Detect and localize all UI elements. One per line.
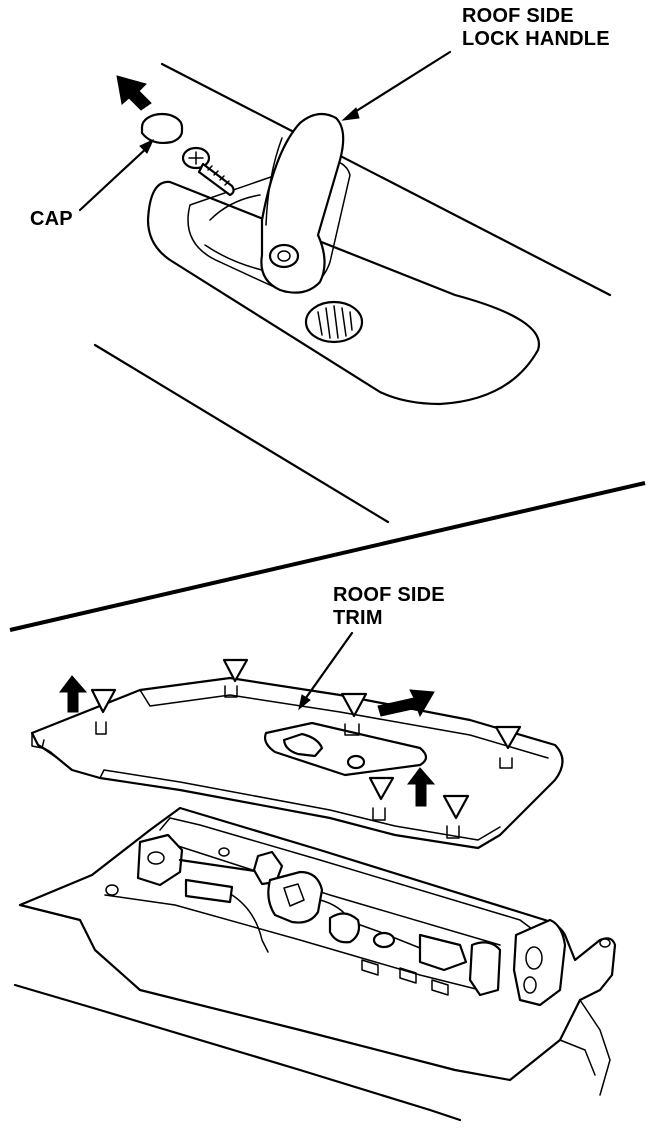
roof-rail-outer-lower — [13, 983, 462, 1122]
trim-lower-edge — [99, 769, 501, 841]
clip-tab — [224, 685, 238, 698]
clip-marker-icon — [222, 658, 249, 683]
lock-receptacle — [304, 300, 364, 344]
trim-front-lip — [31, 732, 73, 771]
lock-handle-highlight — [265, 137, 283, 226]
roof-edge-line-lower — [93, 343, 390, 524]
roof-side-trim-label: ROOF SIDE TRIM — [333, 584, 445, 630]
roof-side-trim-detail — [13, 631, 617, 1122]
trim-cap-hole — [346, 754, 366, 770]
roof-side-trim-label-line2: TRIM — [333, 607, 383, 629]
clip-marker-icon — [368, 776, 395, 801]
clip-tab — [372, 807, 386, 821]
lock-mechanism — [105, 833, 611, 1007]
lock-handle-pivot-hole — [268, 243, 300, 269]
trim-removal-arrow-up-icon — [59, 675, 88, 713]
clip-tab — [344, 723, 360, 736]
trim-removal-arrow-up-icon — [407, 767, 436, 807]
lock-handle-leader-arrowhead — [341, 107, 360, 121]
roof-side-lock-handle-label: ROOF SIDE LOCK HANDLE — [462, 5, 610, 51]
handle-mounting-plate — [146, 180, 541, 406]
cap-leader-line — [78, 143, 152, 212]
lock-receptacle-teeth — [317, 305, 353, 339]
cap-label: CAP — [30, 208, 73, 231]
screw-icon — [181, 146, 235, 197]
roof-side-trim-panel — [30, 676, 564, 850]
lock-handle-pivot-inner — [277, 250, 291, 262]
handle-recess-inner — [204, 194, 263, 271]
roof-rail-rear-edge — [559, 999, 611, 1096]
trim-handle-pocket — [282, 732, 324, 758]
trim-leader-line — [301, 631, 354, 704]
clip-tab — [446, 825, 460, 839]
trim-leader-arrowhead — [298, 694, 311, 711]
cap-removal-arrow-icon — [116, 75, 152, 111]
clip-marker-icon — [494, 725, 522, 750]
clip-marker-icon — [442, 794, 470, 820]
clip-marker-icon — [90, 688, 117, 714]
lock-handle-detail — [78, 50, 612, 524]
trim-removal-arrow-rearward-icon — [377, 689, 435, 718]
lock-handle-leader-line — [348, 50, 452, 117]
clip-marker-icon — [340, 692, 368, 718]
section-divider — [9, 481, 646, 632]
cap-icon — [140, 112, 184, 145]
clip-tab — [95, 721, 107, 735]
clip-tab — [499, 757, 513, 769]
roof-rail-inner-line — [104, 894, 481, 991]
trim-top-ridge — [139, 689, 549, 759]
roof-side-lock-handle-label-line2: LOCK HANDLE — [462, 28, 610, 50]
cap-label-text: CAP — [30, 208, 73, 230]
roof-side-lock-handle-label-line1: ROOF SIDE — [462, 5, 574, 27]
roof-rail-channel — [159, 817, 541, 946]
roof-side-trim-label-line1: ROOF SIDE — [333, 584, 445, 606]
roof-edge-line-upper — [160, 62, 612, 297]
cap-leader-arrowhead — [139, 138, 155, 154]
